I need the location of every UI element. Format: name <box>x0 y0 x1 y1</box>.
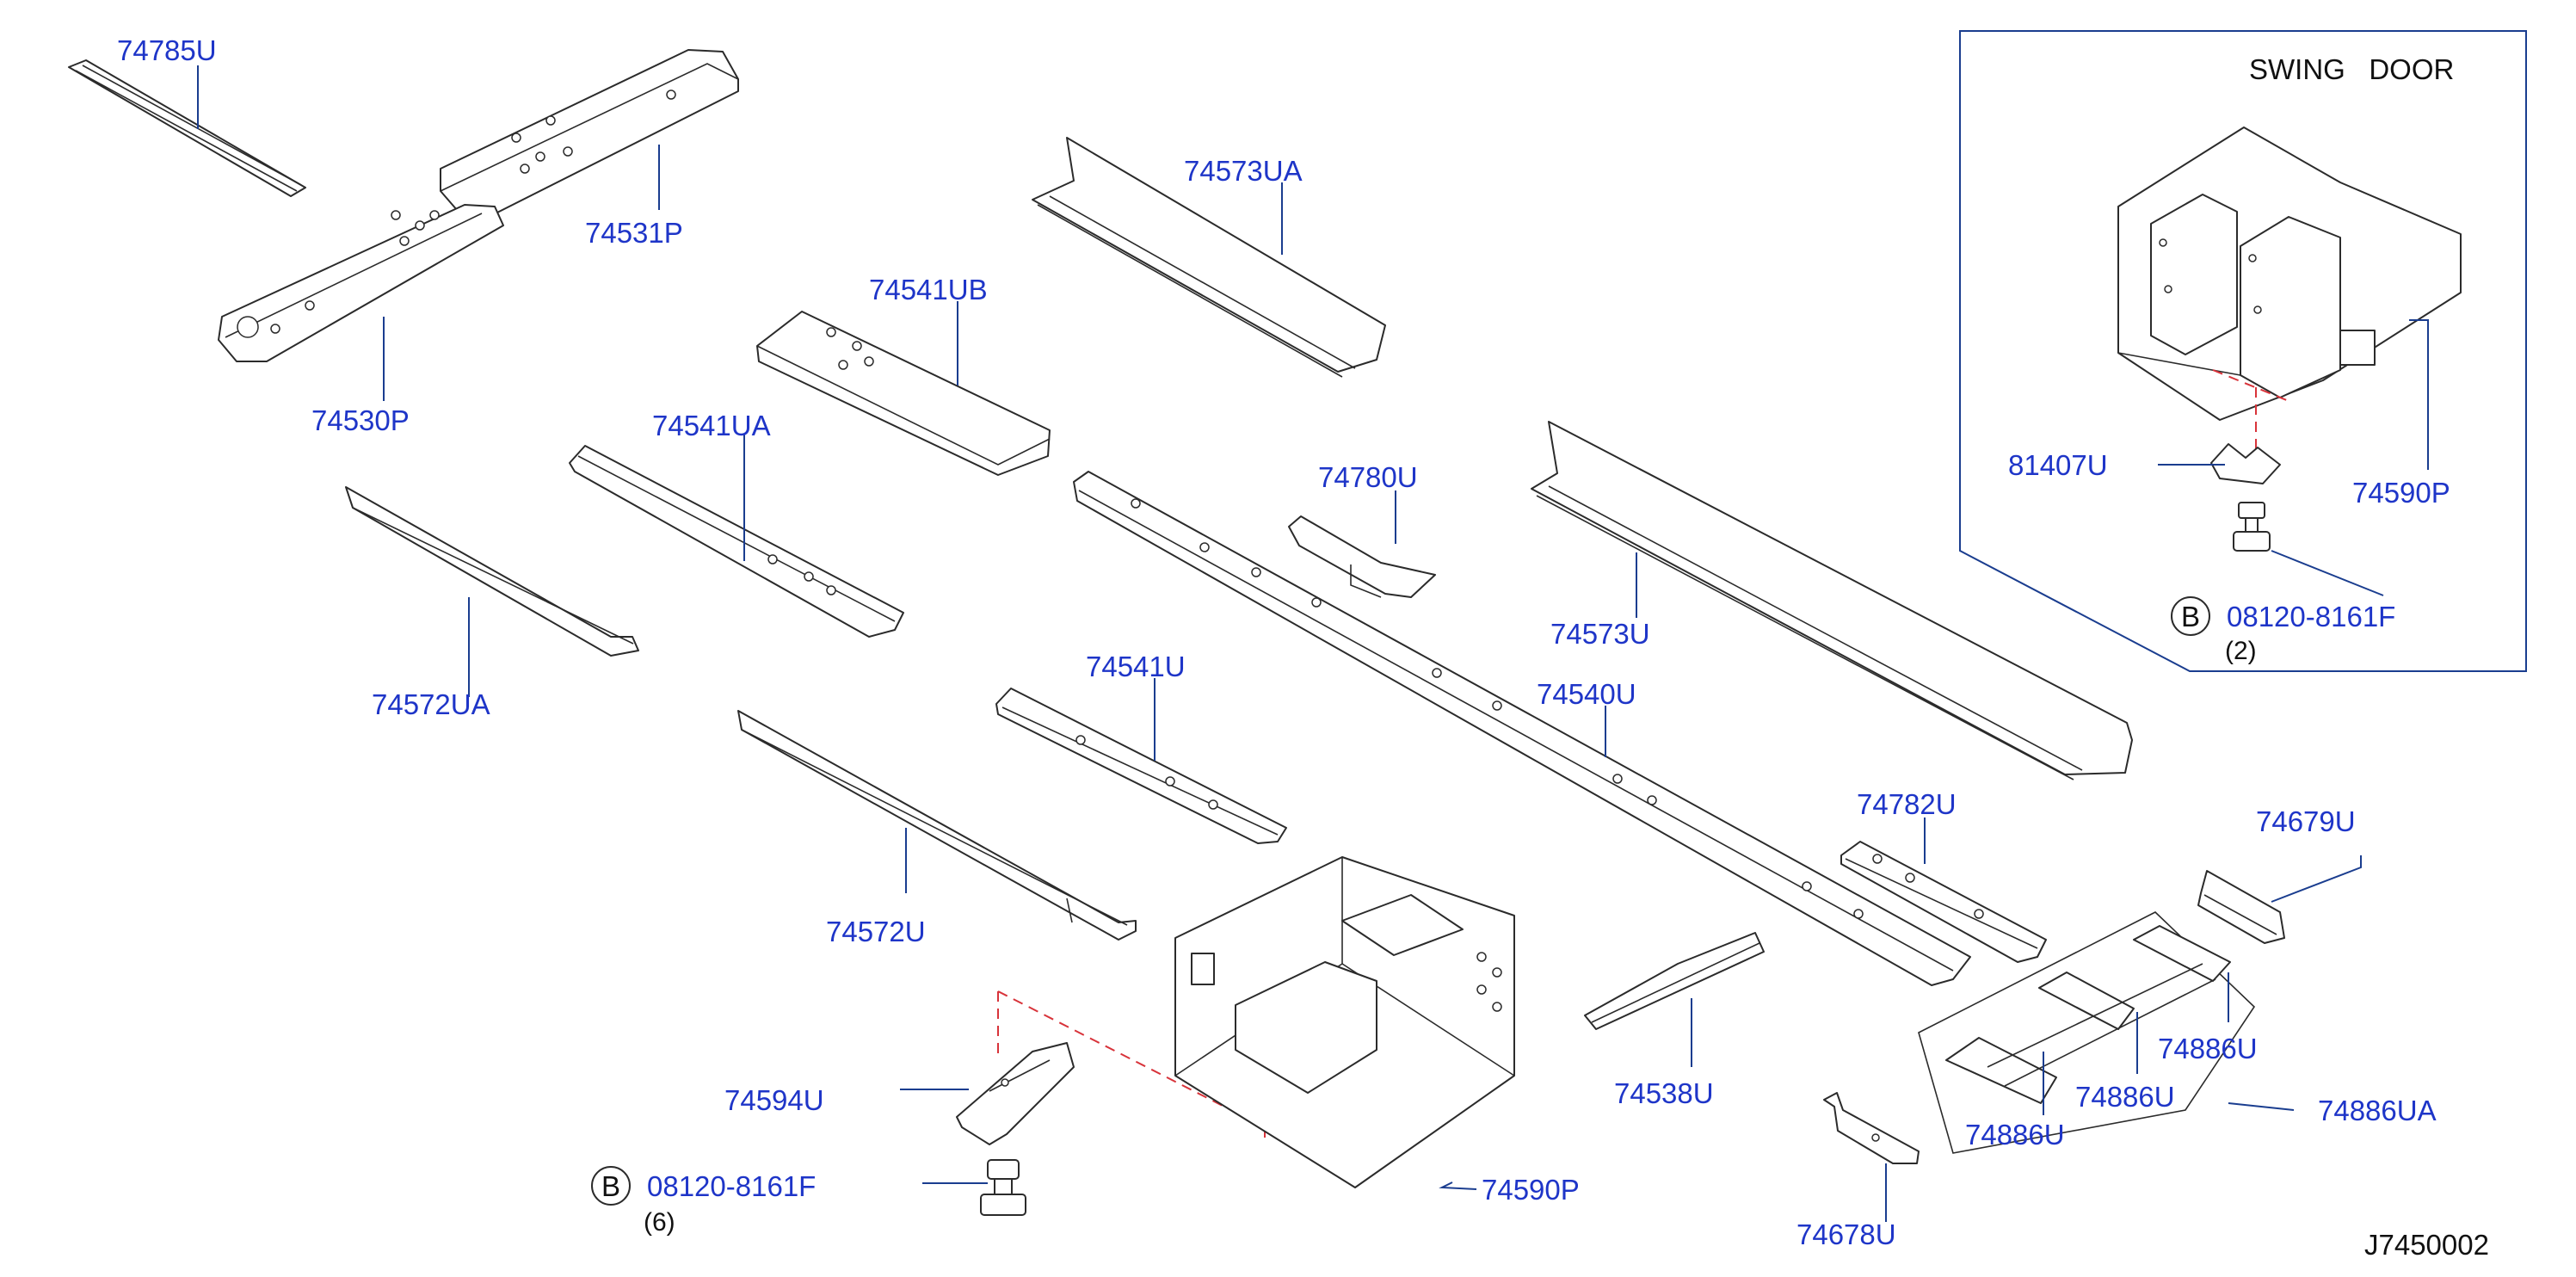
label-74590P-swing: 74590P <box>2352 477 2450 509</box>
label-74590P: 74590P <box>1482 1174 1580 1206</box>
part-bolt-drawing <box>980 1159 1026 1216</box>
part-74886UA-drawing <box>1918 911 2256 1154</box>
bolt-qty-swing: (2) <box>2225 637 2257 665</box>
label-74780U: 74780U <box>1318 461 1418 493</box>
part-74541UA-drawing <box>569 445 904 638</box>
part-74678U-drawing <box>1823 1092 1920 1164</box>
part-74541U-drawing <box>995 688 1287 844</box>
inset-title: SWING DOOR <box>2249 53 2454 85</box>
label-bolt-main: 08120-8161F <box>647 1170 816 1202</box>
part-74782U-drawing <box>1840 841 2047 963</box>
label-74886U-3: 74886U <box>1965 1119 2065 1151</box>
label-74541UB: 74541UB <box>869 274 988 305</box>
diagram-code: J7450002 <box>2364 1229 2489 1261</box>
part-74530P-drawing <box>218 204 504 362</box>
part-74531P-drawing <box>440 49 739 218</box>
label-74530P: 74530P <box>311 404 410 436</box>
label-74573U: 74573U <box>1550 618 1650 650</box>
part-74572UA-drawing <box>345 486 639 657</box>
bolt-marker-main: B <box>601 1170 620 1202</box>
label-74886U-1: 74886U <box>2158 1033 2258 1064</box>
label-74573UA: 74573UA <box>1184 155 1303 187</box>
label-bolt-swing: 08120-8161F <box>2227 601 2395 632</box>
label-74886UA: 74886UA <box>2318 1095 2437 1126</box>
part-labels: 74785U 74531P 74530P 74573UA 74541UB 745… <box>117 34 2489 1261</box>
part-74573UA-drawing <box>1032 137 1386 378</box>
label-74531P: 74531P <box>585 217 683 249</box>
part-74590P-drawing <box>1174 856 1515 1188</box>
label-74785U: 74785U <box>117 34 217 66</box>
part-74541UB-drawing <box>756 311 1051 476</box>
label-74782U: 74782U <box>1857 788 1957 820</box>
label-74538U: 74538U <box>1614 1077 1714 1109</box>
part-74780U-drawing <box>1288 515 1436 598</box>
label-74541UA: 74541UA <box>652 410 771 441</box>
part-74540U-drawing <box>1073 471 1971 986</box>
label-74679U: 74679U <box>2256 805 2356 837</box>
part-74679U-drawing <box>2197 870 2285 944</box>
part-74538U-drawing <box>1584 932 1765 1030</box>
bolt-marker-circle-swing <box>2171 596 2210 636</box>
part-74573U-drawing <box>1531 421 2133 780</box>
label-74541U: 74541U <box>1086 651 1186 682</box>
label-81407U: 81407U <box>2008 449 2108 481</box>
label-74540U: 74540U <box>1537 678 1636 710</box>
label-74572U: 74572U <box>826 916 926 947</box>
label-74594U: 74594U <box>724 1084 824 1116</box>
part-74594U-drawing <box>956 1042 1075 1145</box>
bolt-qty-main: (6) <box>644 1208 675 1237</box>
swing-door-inset <box>1959 30 2527 672</box>
bolt-marker-swing: B <box>2181 601 2200 632</box>
part-74785U-drawing <box>68 59 306 197</box>
leader-lines <box>197 65 2429 1222</box>
part-74572U-drawing <box>737 710 1137 941</box>
bolt-marker-circle-main <box>591 1166 631 1206</box>
label-74886U-2: 74886U <box>2075 1081 2175 1113</box>
label-74572UA: 74572UA <box>372 688 490 720</box>
label-74678U: 74678U <box>1796 1218 1896 1250</box>
